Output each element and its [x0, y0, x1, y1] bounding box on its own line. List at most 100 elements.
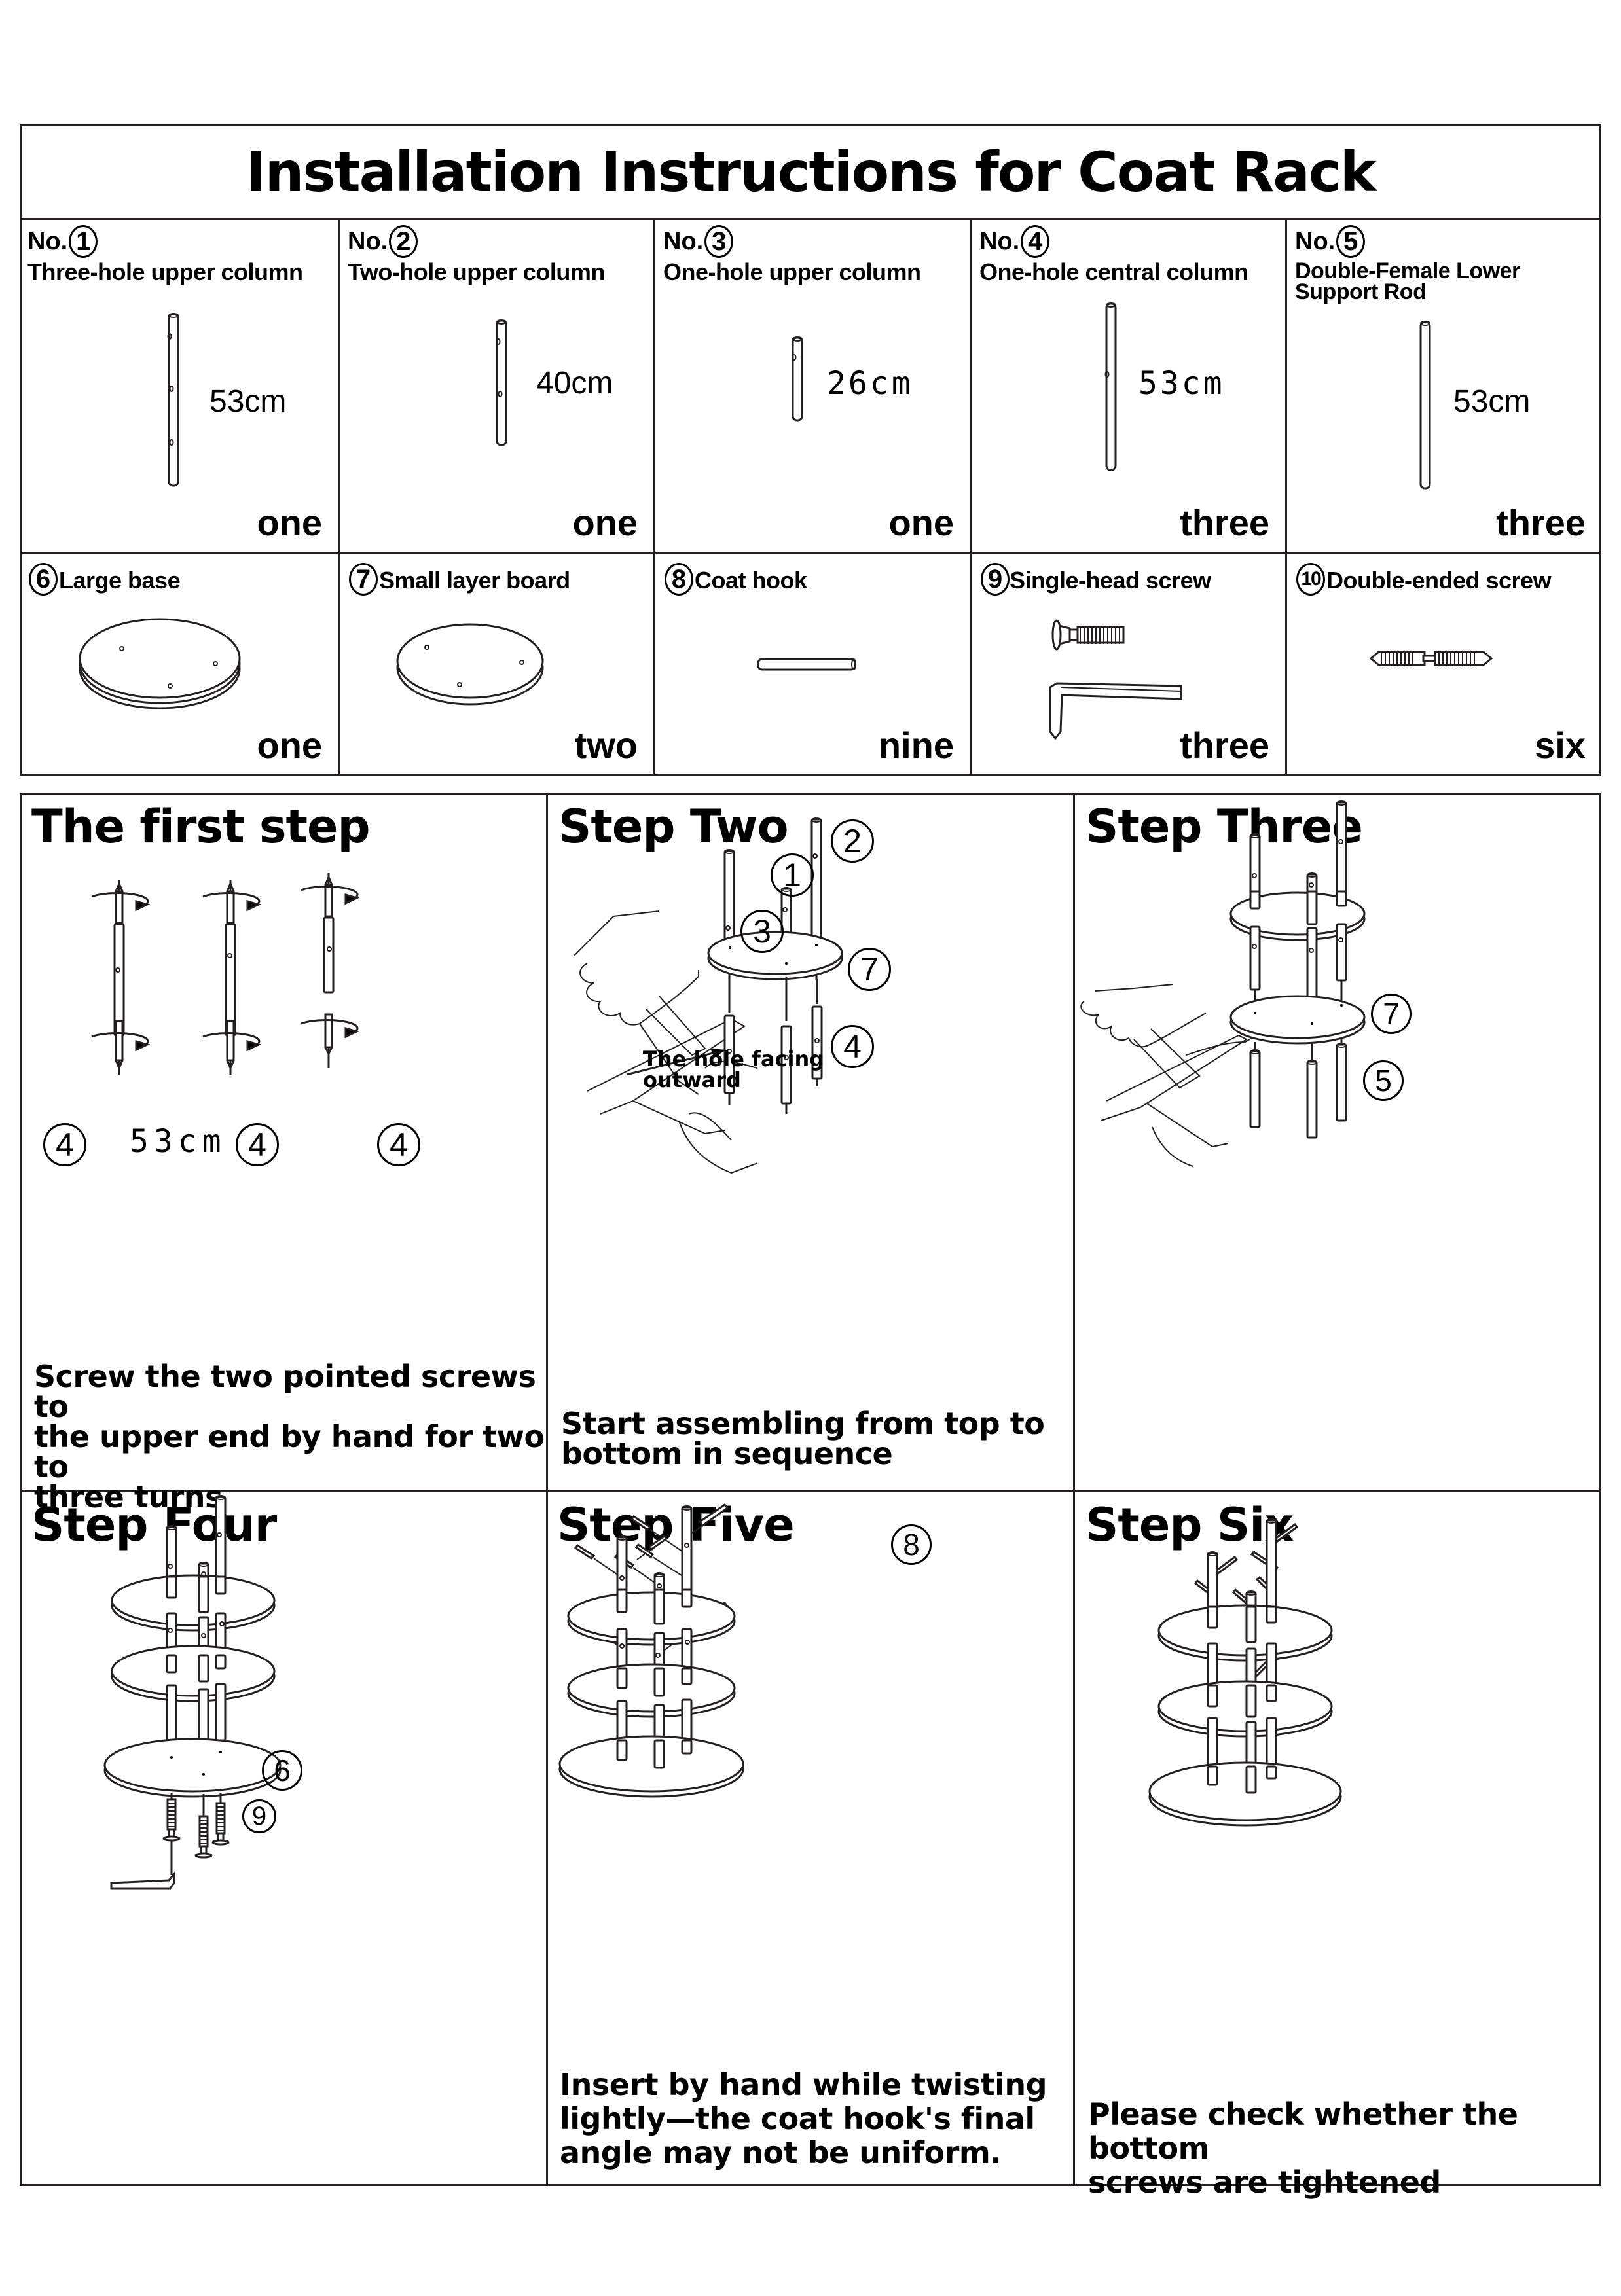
part-name: Small layer board: [379, 567, 570, 594]
part-name-line: Double-Female Lower: [1295, 259, 1520, 283]
part-cell-1: No.1 Three-hole upper column 53cm one: [20, 220, 338, 552]
part-cell-3: No.3 One-hole upper column 26cm one: [655, 220, 970, 552]
parts-table: [20, 124, 1601, 776]
one-hole-central-column-icon: [1104, 302, 1117, 471]
part-number: No.2: [348, 225, 418, 258]
one-hole-upper-column-icon: [792, 336, 803, 422]
part-number-badge: 1: [69, 225, 98, 258]
part-label-6: 6: [262, 1750, 302, 1791]
step-panel-4: Step Four: [20, 1492, 546, 2186]
part-number: No.5: [1295, 225, 1366, 258]
step-caption: Screw the two pointed screws to the uppe…: [34, 1361, 546, 1512]
part-label-4: 4: [236, 1123, 279, 1166]
part-name-line: Support Rod: [1295, 279, 1427, 304]
part-no-prefix: No.: [1295, 227, 1336, 255]
part-number-badge: 7: [349, 563, 378, 596]
step-three-assembly-illustration: [1229, 800, 1366, 1139]
step-panel-5: Step Five: [548, 1492, 1073, 2186]
two-hole-column-icon: [496, 319, 507, 446]
part-cell-2: No.2 Two-hole upper column 40cm one: [340, 220, 653, 552]
part-name: Double-Female Lower Support Rod: [1295, 259, 1520, 304]
part-cell-7: 7 Small layer board two: [340, 554, 653, 774]
hex-key-icon: [110, 1871, 175, 1890]
part-name: Large base: [59, 567, 181, 594]
divider: [970, 218, 972, 774]
part-number-badge: 3: [704, 225, 734, 258]
column-length-label: 53cm: [130, 1123, 227, 1160]
part-number: No.4: [979, 225, 1050, 258]
part-label-2: 2: [831, 819, 874, 863]
part-quantity: one: [888, 502, 954, 543]
caption-line: Please check whether the bottom: [1088, 2096, 1518, 2166]
column-assembly-2: [202, 880, 262, 1075]
part-label-7: 7: [1371, 994, 1412, 1034]
divider: [20, 1490, 1601, 1492]
completed-coat-rack-illustration: [1148, 1518, 1342, 1827]
part-no-prefix: No.: [348, 227, 388, 255]
part-quantity: two: [574, 725, 638, 766]
small-layer-board-icon: [396, 623, 544, 706]
step-panel-2: Step Two: [548, 793, 1073, 1490]
column-assembly-1: [91, 880, 151, 1075]
part-number-badge: 10: [1296, 563, 1325, 596]
step-title: Step Six: [1085, 1498, 1294, 1552]
step-caption: Start assembling from top to bottom in s…: [561, 1406, 1045, 1471]
step-panel-1: The first step: [20, 793, 546, 1512]
divider: [1285, 218, 1287, 774]
caption-line: screws are tightened: [1088, 2164, 1441, 2200]
part-name: One-hole central column: [979, 259, 1248, 285]
part-name: Two-hole upper column: [348, 259, 605, 285]
single-head-screw-icon: [1051, 619, 1125, 651]
part-label-4: 4: [43, 1123, 86, 1166]
coat-hook-icon: [757, 658, 856, 671]
part-number: No.1: [27, 225, 98, 258]
step-five-assembly-illustration: [558, 1503, 744, 1798]
step-title: Step Two: [558, 800, 789, 853]
part-label-9: 9: [242, 1799, 276, 1833]
caption-line: Start assembling from top to: [561, 1406, 1045, 1441]
hole-orientation-note: The hole facing outward: [643, 1049, 824, 1090]
part-number-badge: 9: [981, 563, 1010, 596]
part-number-badge: 2: [389, 225, 418, 258]
step-four-assembly-illustration: [103, 1495, 282, 1890]
part-label-8: 8: [891, 1524, 932, 1565]
lower-support-rod-icon: [1419, 321, 1431, 490]
part-name: Coat hook: [695, 567, 807, 594]
column-assembly-3: [301, 873, 360, 1068]
part-label-1: 1: [771, 853, 814, 897]
part-cell-10: 10 Double-ended screw six: [1287, 554, 1601, 774]
part-length: 26cm: [827, 365, 913, 402]
part-length: 53cm: [1138, 365, 1225, 402]
divider: [338, 218, 340, 774]
part-label-5: 5: [1363, 1060, 1404, 1101]
part-quantity: three: [1180, 725, 1269, 766]
part-cell-9: 9 Single-head screw three: [972, 554, 1285, 774]
caption-line: Screw the two pointed screws to: [34, 1359, 536, 1424]
part-number-badge: 6: [29, 563, 58, 596]
base-screw: [194, 1815, 213, 1859]
part-label-7: 7: [848, 948, 891, 991]
part-cell-8: 8 Coat hook nine: [655, 554, 970, 774]
part-quantity: one: [572, 502, 638, 543]
divider: [653, 218, 655, 774]
caption-line: lightly—the coat hook's final: [560, 2101, 1035, 2136]
part-quantity: nine: [878, 725, 954, 766]
caption-line: bottom in sequence: [561, 1436, 893, 1471]
caption-line: angle may not be uniform.: [560, 2135, 1002, 2170]
step-title: The first step: [31, 800, 371, 853]
part-cell-5: No.5 Double-Female Lower Support Rod 53c…: [1287, 220, 1601, 552]
part-quantity: three: [1496, 502, 1586, 543]
note-line: outward: [643, 1067, 741, 1092]
step-title: Step Five: [557, 1498, 795, 1552]
step-panel-6: Step Six: [1075, 1492, 1601, 2199]
part-name: Double-ended screw: [1326, 567, 1552, 594]
part-cell-4: No.4 One-hole central column 53cm three: [972, 220, 1285, 552]
central-column-with-screws-illustration: [91, 873, 360, 1075]
part-no-prefix: No.: [663, 227, 704, 255]
hand-with-hex-key-illustration: [1080, 984, 1266, 1167]
part-name: Three-hole upper column: [27, 259, 303, 285]
base-screw: [162, 1798, 181, 1842]
step-panel-3: Step Three: [1075, 793, 1601, 1490]
part-name: Single-head screw: [1010, 567, 1211, 594]
hand-with-hex-key-illustration: [574, 910, 758, 1174]
